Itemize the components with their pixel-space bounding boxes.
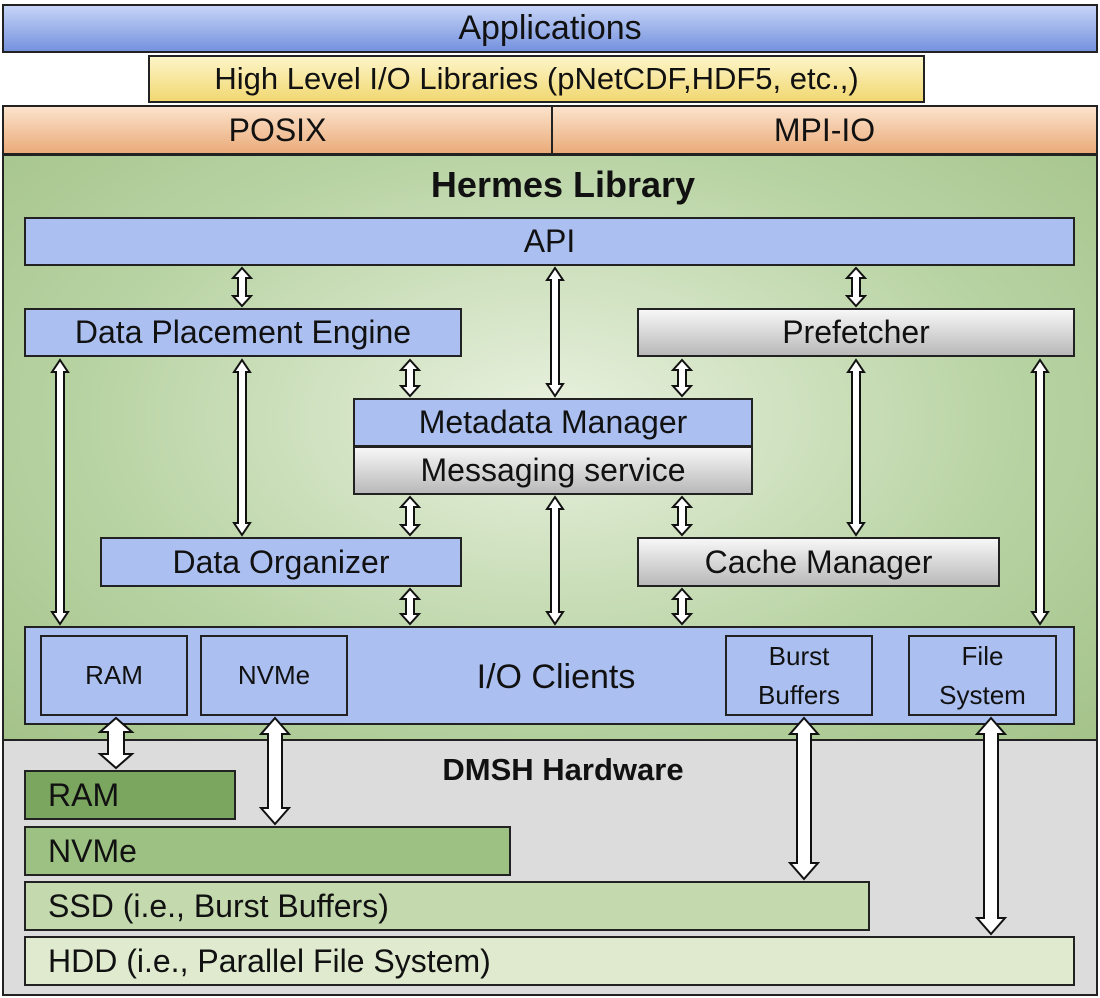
io-client-nvme-label: NVMe bbox=[237, 660, 311, 690]
prefetcher-box: Prefetcher bbox=[637, 308, 1075, 357]
io-client-file-system: File System bbox=[908, 635, 1057, 716]
applications-label: Applications bbox=[458, 9, 642, 47]
data-organizer-box: Data Organizer bbox=[100, 537, 462, 587]
api-label: API bbox=[523, 223, 576, 259]
io-client-burst-line2: Buffers bbox=[758, 679, 840, 710]
hw-tier-nvme-label: NVMe bbox=[48, 832, 137, 869]
hw-tier-hdd: HDD (i.e., Parallel File System) bbox=[24, 936, 1075, 986]
io-clients-bar: I/O Clients bbox=[24, 626, 1075, 725]
posix-label: POSIX bbox=[228, 111, 327, 148]
cache-manager-label: Cache Manager bbox=[704, 543, 933, 580]
hermes-library-title: Hermes Library bbox=[430, 164, 696, 205]
io-client-fs-line1: File bbox=[961, 640, 1004, 671]
cache-manager-box: Cache Manager bbox=[637, 537, 1000, 587]
metadata-manager-box: Metadata Manager bbox=[353, 398, 753, 447]
hw-tier-ram-label: RAM bbox=[48, 776, 120, 813]
hw-tier-ram: RAM bbox=[24, 770, 236, 820]
io-client-ram-label: RAM bbox=[85, 660, 143, 690]
io-client-ram: RAM bbox=[40, 635, 188, 716]
api-box: API bbox=[24, 217, 1075, 266]
data-placement-engine-box: Data Placement Engine bbox=[24, 308, 462, 357]
mpi-io-layer: MPI-IO bbox=[551, 105, 1098, 155]
io-client-burst-buffers: Burst Buffers bbox=[725, 635, 873, 716]
messaging-service-label: Messaging service bbox=[420, 452, 686, 488]
data-placement-engine-label: Data Placement Engine bbox=[74, 314, 412, 350]
dmsh-hardware-title: DMSH Hardware bbox=[442, 752, 684, 787]
mpi-io-label: MPI-IO bbox=[773, 111, 876, 148]
hw-tier-ssd: SSD (i.e., Burst Buffers) bbox=[24, 881, 870, 931]
posix-layer: POSIX bbox=[2, 105, 553, 155]
metadata-manager-label: Metadata Manager bbox=[418, 404, 688, 440]
high-level-io-layer: High Level I/O Libraries (pNetCDF,HDF5, … bbox=[148, 55, 925, 103]
prefetcher-label: Prefetcher bbox=[782, 314, 930, 350]
hw-tier-nvme: NVMe bbox=[24, 826, 511, 876]
high-level-io-label: High Level I/O Libraries (pNetCDF,HDF5, … bbox=[214, 61, 859, 96]
hw-tier-hdd-label: HDD (i.e., Parallel File System) bbox=[48, 942, 491, 979]
applications-layer: Applications bbox=[2, 4, 1098, 53]
io-clients-label: I/O Clients bbox=[476, 658, 636, 696]
hw-tier-ssd-label: SSD (i.e., Burst Buffers) bbox=[48, 887, 389, 924]
io-client-fs-line2: System bbox=[939, 679, 1026, 710]
data-organizer-label: Data Organizer bbox=[172, 543, 390, 580]
io-client-nvme: NVMe bbox=[200, 635, 348, 716]
io-client-burst-line1: Burst bbox=[768, 640, 830, 671]
messaging-service-box: Messaging service bbox=[353, 446, 753, 495]
